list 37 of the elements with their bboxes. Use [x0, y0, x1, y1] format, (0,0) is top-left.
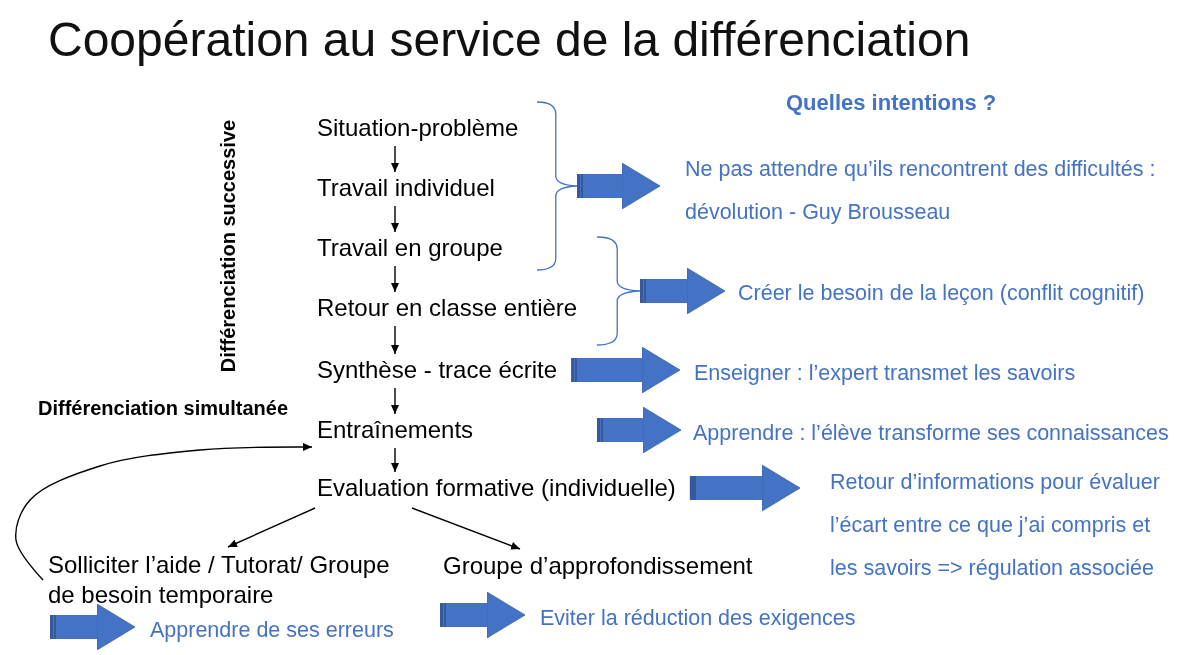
step-label: Evaluation formative (individuelle) — [317, 474, 676, 502]
intention-text: Enseigner : l’expert transmet les savoirs — [694, 360, 1076, 386]
arrow — [411, 507, 521, 550]
intention-text: Retour d’informations pour évaluer l’écart entre ce que j’ai compris et les savoirs => régulation associée — [830, 461, 1178, 590]
block-arrow — [597, 406, 682, 454]
intention-text: Ne pas attendre qu’ils rencontrent des difficultés : dévolution - Guy Brousseau — [685, 148, 1190, 234]
block-arrow — [689, 464, 801, 512]
slide-title: Coopération au service de la différenciation — [48, 12, 971, 68]
block-arrow — [577, 162, 661, 210]
block-arrow — [440, 591, 526, 639]
intention-text: Apprendre de ses erreurs — [150, 617, 394, 643]
step-label: Synthèse - trace écrite — [317, 356, 558, 384]
step-label: Situation-problème — [317, 114, 519, 142]
curved-arrow — [15, 442, 313, 581]
intention-text: Créer le besoin de la leçon (conflit cognitif) — [738, 280, 1145, 306]
step-label: Travail individuel — [317, 174, 495, 202]
column-heading: Quelles intentions ? — [786, 90, 997, 116]
arrow — [391, 325, 399, 355]
section-heading: Différenciation simultanée — [38, 396, 289, 420]
arrow — [391, 205, 399, 233]
curly-bracket — [537, 102, 577, 270]
step-label: Groupe d’approfondissement — [443, 552, 753, 580]
step-label: Retour en classe entière — [317, 294, 578, 322]
step-label: Travail en groupe — [317, 234, 503, 262]
arrow — [391, 447, 399, 473]
arrow — [227, 507, 316, 548]
arrow — [391, 145, 399, 173]
arrow — [391, 387, 399, 415]
intention-text: Apprendre : l’élève transforme ses connaissances — [693, 420, 1169, 446]
step-label: Solliciter l’aide / Tutorat/ Groupe de besoin temporaire — [48, 550, 414, 610]
curly-bracket — [597, 237, 640, 345]
arrow — [391, 265, 399, 293]
step-label: Entraînements — [317, 416, 474, 444]
intention-text: Eviter la réduction des exigences — [540, 605, 856, 631]
vertical-heading: Différenciation successive — [216, 119, 240, 373]
block-arrow — [640, 267, 726, 315]
block-arrow — [50, 603, 136, 651]
